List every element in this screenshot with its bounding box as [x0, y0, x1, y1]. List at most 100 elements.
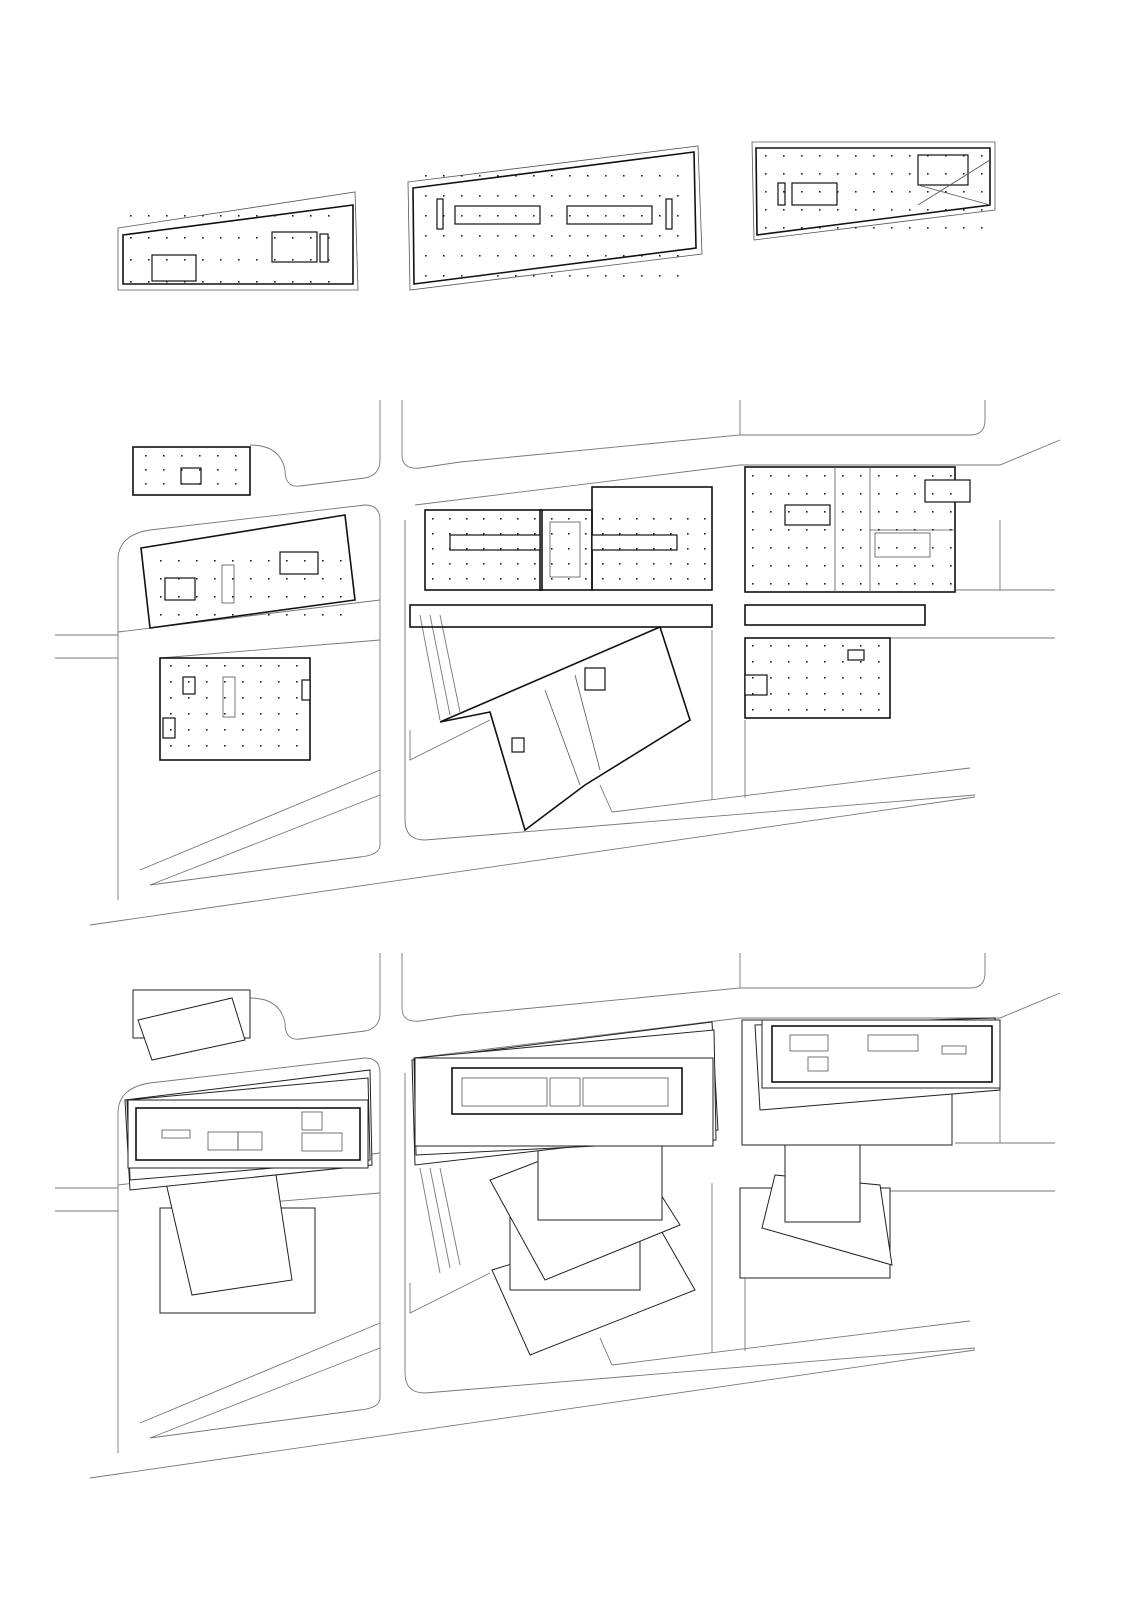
structural-column: [623, 235, 625, 237]
structural-column: [268, 614, 270, 616]
structural-column: [909, 155, 911, 157]
structural-column: [551, 548, 553, 550]
structural-column: [148, 215, 150, 217]
structural-column: [819, 191, 821, 193]
structural-column: [605, 175, 607, 177]
structural-column: [206, 665, 208, 667]
structural-column: [340, 560, 342, 562]
core: [791, 182, 838, 206]
core: [566, 205, 653, 225]
structural-column: [765, 191, 767, 193]
structural-column: [232, 560, 234, 562]
structural-column: [533, 175, 535, 177]
structural-column: [517, 578, 519, 580]
structural-column: [178, 560, 180, 562]
structural-column: [950, 475, 952, 477]
structural-column: [896, 475, 898, 477]
structural-column: [896, 583, 898, 585]
structural-column: [235, 455, 237, 457]
structural-column: [788, 547, 790, 549]
structural-column: [483, 578, 485, 580]
structural-column: [927, 155, 929, 157]
structural-column: [220, 237, 222, 239]
structural-column: [801, 155, 803, 157]
structural-column: [551, 578, 553, 580]
structural-column: [517, 548, 519, 550]
structural-column: [659, 275, 661, 277]
structural-column: [242, 729, 244, 731]
structural-column: [914, 547, 916, 549]
structural-column: [256, 215, 258, 217]
building: [439, 625, 691, 832]
structural-column: [199, 455, 201, 457]
structural-column: [842, 547, 844, 549]
structural-column: [770, 493, 772, 495]
structural-column: [432, 578, 434, 580]
structural-column: [274, 237, 276, 239]
structural-column: [238, 259, 240, 261]
structural-column: [641, 215, 643, 217]
floor-plan-middle: [407, 145, 703, 291]
structural-column: [206, 697, 208, 699]
structural-column: [842, 661, 844, 663]
podium-strip: [744, 604, 926, 626]
structural-column: [770, 693, 772, 695]
structural-column: [806, 693, 808, 695]
structural-column: [188, 745, 190, 747]
structural-column: [659, 255, 661, 257]
structural-column: [515, 255, 517, 257]
structural-column: [842, 693, 844, 695]
structural-column: [873, 173, 875, 175]
structural-column: [824, 529, 826, 531]
structural-column: [533, 255, 535, 257]
structural-column: [569, 255, 571, 257]
structural-column: [274, 259, 276, 261]
structural-column: [479, 235, 481, 237]
structural-column: [260, 665, 262, 667]
structural-column: [286, 578, 288, 580]
structural-column: [170, 681, 172, 683]
structural-column: [878, 475, 880, 477]
structural-column: [178, 578, 180, 580]
structural-column: [256, 281, 258, 283]
structural-column: [551, 275, 553, 277]
structural-column: [896, 511, 898, 513]
structural-column: [568, 578, 570, 580]
structural-column: [181, 483, 183, 485]
structural-column: [328, 259, 330, 261]
structural-column: [806, 661, 808, 663]
structural-column: [605, 195, 607, 197]
structural-column: [224, 745, 226, 747]
structural-column: [855, 191, 857, 193]
structural-column: [292, 259, 294, 261]
structural-column: [873, 227, 875, 229]
structural-column: [214, 596, 216, 598]
structural-column: [945, 173, 947, 175]
structural-column: [515, 215, 517, 217]
structural-column: [855, 155, 857, 157]
tower-floor-plans: [117, 141, 996, 291]
structural-column: [896, 565, 898, 567]
structural-column: [636, 578, 638, 580]
structural-column: [602, 578, 604, 580]
structural-column: [914, 493, 916, 495]
structural-column: [551, 235, 553, 237]
structural-column: [950, 493, 952, 495]
structural-column: [824, 565, 826, 567]
structural-column: [569, 175, 571, 177]
structural-column: [932, 565, 934, 567]
structural-column: [497, 255, 499, 257]
structural-column: [199, 469, 201, 471]
structural-column: [788, 583, 790, 585]
structural-column: [653, 518, 655, 520]
structural-column: [148, 259, 150, 261]
structural-column: [819, 209, 821, 211]
structural-column: [497, 195, 499, 197]
structural-column: [432, 563, 434, 565]
structural-column: [587, 255, 589, 257]
structural-column: [687, 533, 689, 535]
structural-column: [479, 195, 481, 197]
structural-column: [286, 596, 288, 598]
structural-column: [479, 215, 481, 217]
structural-column: [687, 548, 689, 550]
